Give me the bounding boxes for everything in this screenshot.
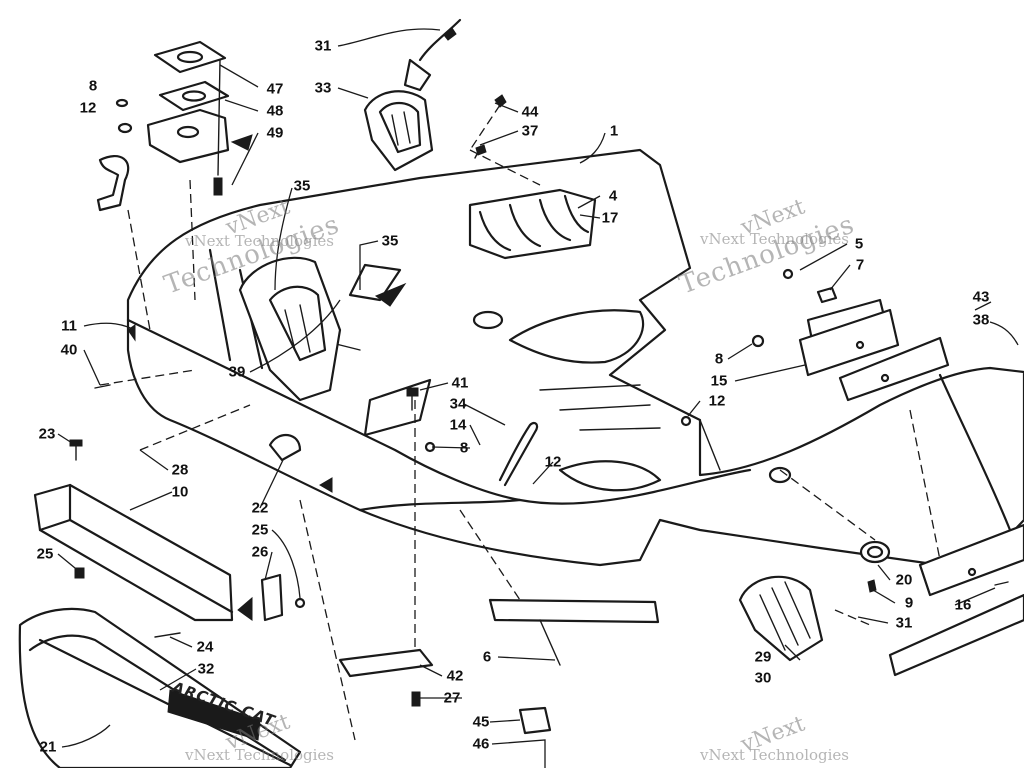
callout-42: 42: [446, 667, 464, 685]
callout-7: 7: [855, 256, 865, 274]
callout-34: 34: [449, 395, 467, 413]
callout-16: 16: [954, 596, 972, 614]
callout-27: 27: [443, 689, 461, 707]
callout-31: 31: [314, 37, 332, 55]
callout-17: 17: [601, 209, 619, 227]
hinge-brackets: [237, 434, 306, 622]
callout-40: 40: [60, 341, 78, 359]
callout-25: 25: [36, 545, 54, 563]
callout-1: 1: [609, 122, 619, 140]
callout-5: 5: [854, 235, 864, 253]
left-air-duct: [238, 256, 342, 402]
top-air-intake: [363, 90, 434, 172]
callout-30: 30: [754, 669, 772, 687]
callout-12: 12: [708, 392, 726, 410]
callout-47: 47: [266, 80, 284, 98]
callout-11: 11: [61, 317, 77, 335]
callout-14: 14: [449, 416, 467, 434]
callout-41: 41: [451, 374, 469, 392]
callout-10: 10: [171, 483, 189, 501]
callout-8: 8: [459, 439, 469, 457]
callout-48: 48: [266, 102, 284, 120]
callout-28: 28: [171, 461, 189, 479]
callout-8: 8: [88, 77, 98, 95]
callout-15: 15: [710, 372, 728, 390]
callout-20: 20: [895, 571, 913, 589]
cable-ends: [403, 18, 507, 159]
callout-35: 35: [381, 232, 399, 250]
callout-26: 26: [251, 543, 269, 561]
main-pan: [126, 148, 1024, 567]
callout-8: 8: [714, 350, 724, 368]
callout-24: 24: [196, 638, 214, 656]
front-bumper-bar: [33, 439, 234, 622]
leader-lines: [57, 28, 1019, 768]
callout-21: 21: [39, 738, 57, 756]
right-rail: [859, 523, 1024, 677]
handle-and-hardware: [94, 384, 660, 735]
callout-39: 39: [228, 363, 246, 381]
callout-37: 37: [521, 122, 539, 140]
callout-46: 46: [472, 735, 490, 753]
callout-4: 4: [608, 187, 618, 205]
callout-25: 25: [251, 521, 269, 539]
callout-29: 29: [754, 648, 772, 666]
callout-12: 12: [544, 453, 562, 471]
callout-22: 22: [251, 499, 269, 517]
rear-air-duct: [738, 575, 824, 662]
callout-6: 6: [482, 648, 492, 666]
callout-49: 49: [266, 124, 284, 142]
assembly-lines: [99, 104, 941, 741]
callout-44: 44: [521, 103, 539, 121]
vent-louvers: [468, 188, 597, 260]
callout-31: 31: [895, 614, 913, 632]
front-nose-panel: [18, 607, 302, 768]
callout-45: 45: [472, 713, 490, 731]
right-brackets: [680, 268, 950, 427]
callout-9: 9: [904, 594, 914, 612]
callout-33: 33: [314, 79, 332, 97]
callout-43: 43: [972, 288, 990, 306]
callout-35: 35: [293, 177, 311, 195]
callout-12: 12: [79, 99, 97, 117]
callout-38: 38: [972, 311, 990, 329]
gasket-plates: [96, 40, 253, 212]
callout-23: 23: [38, 425, 56, 443]
callout-32: 32: [197, 660, 215, 678]
